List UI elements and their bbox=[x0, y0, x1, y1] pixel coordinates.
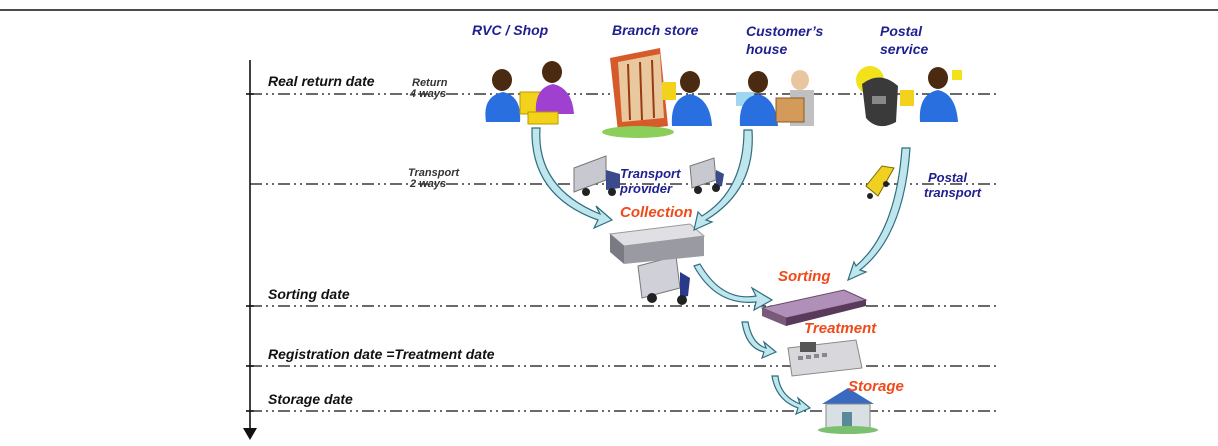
date-label-storage: Storage date bbox=[268, 391, 353, 407]
step-collection: Collection bbox=[620, 204, 693, 221]
transport-provider-label: Transport provider bbox=[620, 166, 680, 196]
return-ways-line2: 4 ways bbox=[410, 88, 447, 100]
postal-transport-line1: Postal bbox=[928, 170, 968, 185]
column-postal-service-line2: service bbox=[880, 41, 929, 57]
return-ways-line1: Return bbox=[412, 77, 448, 89]
flow-arrows bbox=[531, 127, 911, 416]
arrow-rvc-to-collection bbox=[531, 127, 614, 230]
transport-ways-label: Transport 2 ways bbox=[408, 168, 459, 190]
transport-ways-line1: Transport bbox=[408, 167, 460, 179]
arrow-postal-to-sorting bbox=[847, 147, 911, 282]
treatment-building-icon bbox=[787, 339, 863, 377]
collection-warehouse-icon bbox=[608, 223, 706, 264]
arrow-customer-to-collection bbox=[693, 129, 753, 232]
sorting-center-icon bbox=[760, 289, 868, 326]
return-ways-label: Return 4 ways bbox=[410, 78, 447, 100]
date-label-real-return: Real return date bbox=[268, 73, 375, 89]
branch-store-icon bbox=[602, 48, 712, 138]
column-rvc-shop: RVC / Shop bbox=[472, 22, 549, 38]
step-storage: Storage bbox=[848, 378, 904, 395]
date-label-registration: Registration date =Treatment date bbox=[268, 346, 495, 362]
column-postal-service: Postal service bbox=[880, 22, 928, 58]
storage-building-icon bbox=[818, 388, 878, 434]
postal-service-icon bbox=[856, 66, 962, 127]
postal-transport-line2: transport bbox=[924, 185, 982, 200]
truck-icon-1 bbox=[573, 155, 620, 196]
truck-icon-3 bbox=[637, 255, 690, 305]
transport-ways-line2: 2 ways bbox=[410, 178, 447, 190]
rvc-shop-icon bbox=[485, 61, 574, 125]
date-label-sorting: Sorting date bbox=[268, 286, 350, 302]
column-customers-house-line2: house bbox=[746, 41, 788, 57]
step-sorting: Sorting bbox=[778, 268, 831, 285]
truck-icon-2 bbox=[689, 157, 724, 194]
column-customers-house-line1: Customer’s bbox=[746, 23, 824, 39]
transport-provider-line2: provider bbox=[620, 181, 673, 196]
time-axis-arrow-icon bbox=[243, 428, 257, 440]
postal-transport-label: Postal transport bbox=[924, 170, 981, 200]
column-branch-store: Branch store bbox=[612, 22, 699, 38]
customers-house-icon bbox=[736, 70, 814, 126]
column-postal-service-line1: Postal bbox=[880, 23, 923, 39]
postal-van-icon bbox=[865, 165, 895, 199]
arrow-sorting-to-treatment bbox=[741, 321, 778, 360]
column-customers-house: Customer’s house bbox=[746, 22, 823, 58]
arrow-collection-to-sorting bbox=[693, 263, 774, 312]
transport-provider-line1: Transport bbox=[620, 166, 681, 181]
arrow-treatment-to-storage bbox=[771, 375, 812, 416]
step-treatment: Treatment bbox=[804, 320, 877, 337]
